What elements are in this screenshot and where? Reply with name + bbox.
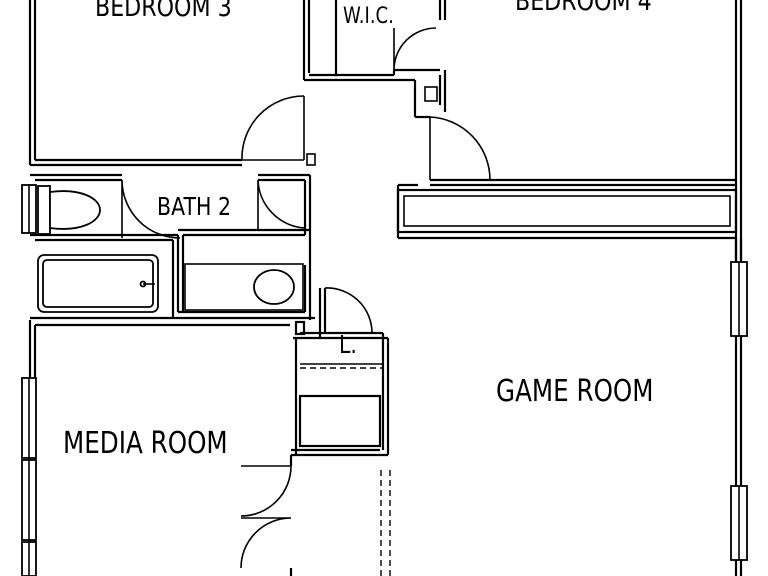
bedroom-4-walls: [398, 0, 743, 260]
room-label-game-room: GAME ROOM: [496, 374, 654, 409]
room-label-bedroom-4: BEDROOM 4: [515, 0, 652, 17]
room-label-linen: L.: [339, 330, 357, 359]
bedroom-3-walls: [30, 0, 415, 167]
bath-2-door: [121, 179, 181, 239]
linen-closet: [291, 287, 390, 457]
room-label-bath-2: BATH 2: [157, 192, 231, 221]
window-right: [730, 238, 748, 576]
window-left-lower: [21, 377, 37, 576]
sink-icon: [184, 263, 304, 311]
room-label-walk-in-closet: W.I.C.: [343, 4, 394, 29]
bedroom-3-door: [241, 95, 305, 161]
room-label-bedroom-3: BEDROOM 3: [95, 0, 232, 23]
media-room-door: [240, 465, 292, 569]
bathtub-icon: [37, 254, 159, 313]
linen-closet-door-bath: [257, 179, 306, 230]
room-label-media-room: MEDIA ROOM: [63, 426, 228, 461]
walk-in-closet-walls: [334, 0, 447, 119]
bath-2-walls: [30, 173, 315, 327]
toilet-icon: [37, 185, 101, 235]
window-left-upper: [21, 184, 37, 234]
